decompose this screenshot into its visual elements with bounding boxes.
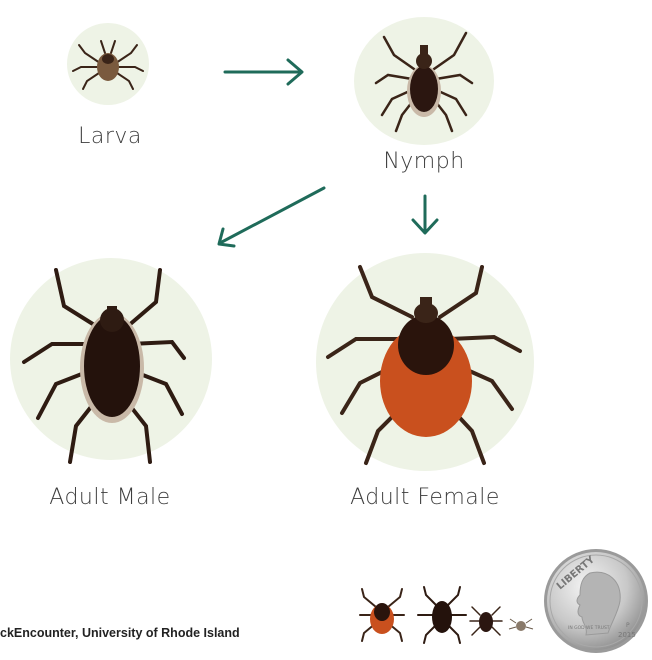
adult-female-label: Adult Female	[320, 485, 530, 510]
adult-male-tick-image	[10, 258, 212, 460]
arrow-nymph-to-adult-female	[410, 193, 440, 237]
larva-tick-image	[67, 23, 149, 105]
nymph-tick-image	[354, 17, 494, 145]
nymph-label: Nymph	[364, 149, 484, 174]
dime-year-text: 2015	[618, 631, 636, 639]
adult-female-tick-image	[316, 253, 534, 471]
size-comparison-ticks	[356, 585, 542, 647]
dime-motto-text: IN GOD WE TRUST	[568, 625, 610, 631]
adult-male-label: Adult Male	[10, 485, 210, 510]
arrow-larva-to-nymph	[222, 57, 306, 87]
larva-label: Larva	[60, 124, 160, 149]
dime-coin-image: LIBERTY IN GOD WE TRUST 2015 P	[542, 547, 650, 655]
dime-mint-text: P	[626, 622, 630, 629]
arrow-nymph-to-adult-male	[212, 183, 330, 249]
photo-credit: ckEncounter, University of Rhode Island	[0, 626, 240, 640]
